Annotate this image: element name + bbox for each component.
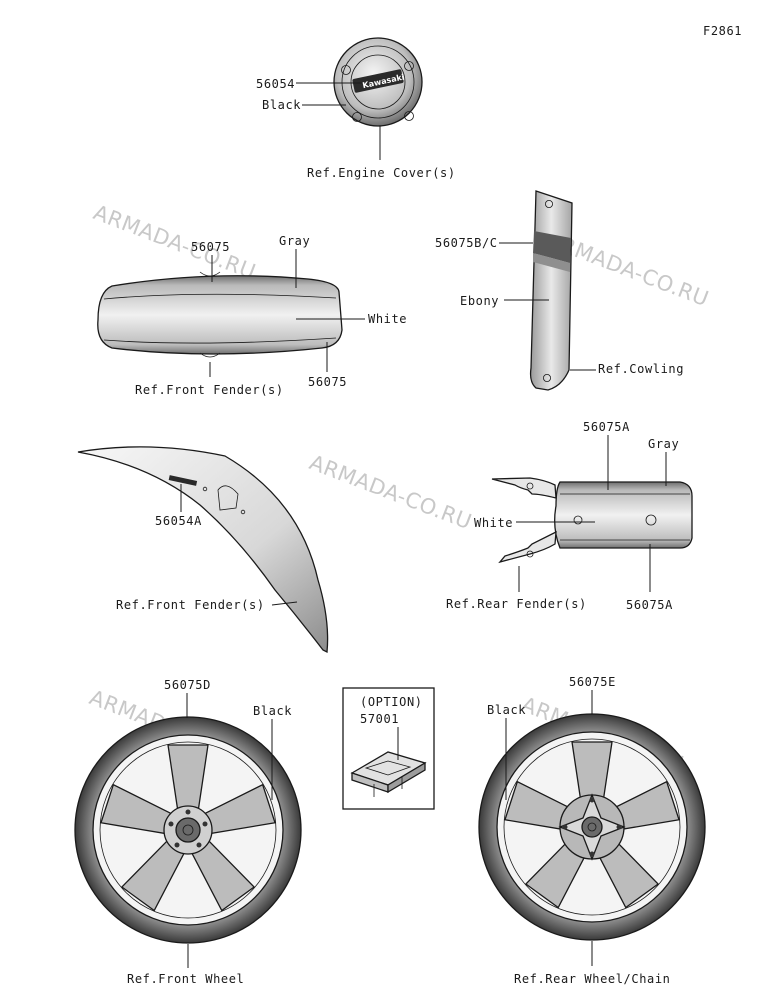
cowling-color-label: Ebony [460,294,499,308]
engine-cover-part-number: 56054 [256,77,295,91]
rear-fender-color-body: White [474,516,513,530]
rear-fender-illustration [491,477,693,564]
front-fender-top-part-number-bottom: 56075 [308,375,347,389]
front-fender-top-part-number: 56075 [191,240,230,254]
rear-fender-color-top: Gray [648,437,679,451]
front-wheel-illustration [74,716,302,944]
front-fender-top-ref: Ref.Front Fender(s) [135,383,284,397]
front-wheel-color-label: Black [253,704,292,718]
rear-fender-ref: Ref.Rear Fender(s) [446,597,587,611]
rear-wheel-ref: Ref.Rear Wheel/Chain [514,972,671,986]
watermark-text: ARMADA-CO.RU [306,450,475,534]
cowling-illustration [529,190,573,391]
option-box-title: (OPTION) [360,695,423,709]
engine-cover-color-label: Black [262,98,301,112]
front-fender-top-illustration [97,271,343,358]
option-box-part-number: 57001 [360,712,399,726]
front-fender-side-part-number: 56054A [155,514,202,528]
front-fender-side-illustration [77,446,329,654]
cowling-part-number: 56075B/C [435,236,498,250]
front-fender-top-color-body: White [368,312,407,326]
rear-wheel-part-number: 56075E [569,675,616,689]
front-fender-side-ref: Ref.Front Fender(s) [116,598,265,612]
front-wheel-part-number: 56075D [164,678,211,692]
cowling-ref: Ref.Cowling [598,362,684,376]
figure-code: F2861 [703,24,742,38]
engine-cover-illustration [333,37,423,127]
engine-cover-ref: Ref.Engine Cover(s) [307,166,456,180]
rear-wheel-illustration [478,713,706,941]
watermark-text: ARMADA-CO.RU [90,200,259,284]
front-fender-top-color-top: Gray [279,234,310,248]
rear-fender-part-number-bottom: 56075A [626,598,673,612]
option-box [342,687,435,810]
rear-wheel-color-label: Black [487,703,526,717]
front-wheel-ref: Ref.Front Wheel [127,972,244,986]
rear-fender-part-number-top: 56075A [583,420,630,434]
